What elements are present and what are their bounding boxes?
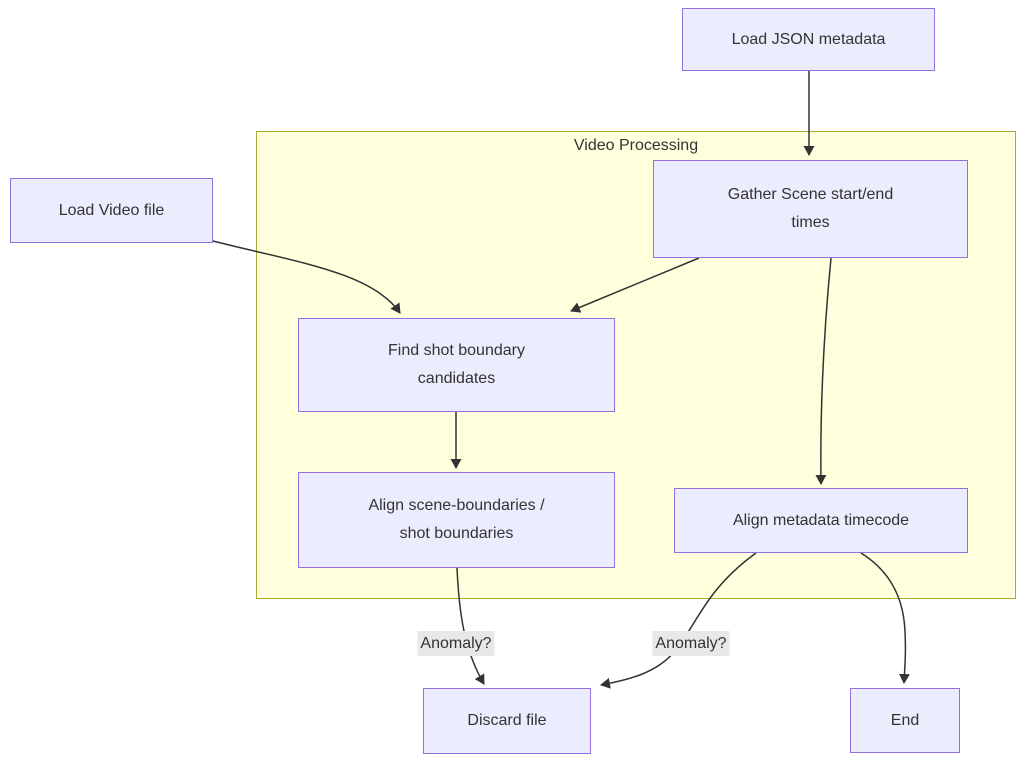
node-discard-file: Discard file <box>423 688 591 754</box>
edge-align-scene-to-discard-file <box>456 567 485 685</box>
edge-gather-scene-to-find-shot <box>570 257 700 313</box>
edge-align-metadata-to-end <box>860 552 910 684</box>
node-align-metadata-timecode: Align metadata timecode <box>674 488 968 553</box>
edge-load-video-to-find-shot <box>212 240 401 314</box>
edge-label-anomaly-right: Anomaly? <box>652 631 730 656</box>
node-load-video-file: Load Video file <box>10 178 213 243</box>
node-find-shot-boundary-candidates: Find shot boundary candidates <box>298 318 615 412</box>
edge-gather-scene-to-align-metadata <box>815 257 832 485</box>
subgraph-title: Video Processing <box>573 137 699 154</box>
node-load-json-metadata: Load JSON metadata <box>682 8 935 71</box>
node-gather-scene-times: Gather Scene start/end times <box>653 160 968 258</box>
edge-align-metadata-to-discard-file <box>600 552 757 689</box>
edge-label-anomaly-left: Anomaly? <box>417 631 495 656</box>
node-align-scene-shot-boundaries: Align scene-boundaries / shot boundaries <box>298 472 615 568</box>
node-end: End <box>850 688 960 753</box>
